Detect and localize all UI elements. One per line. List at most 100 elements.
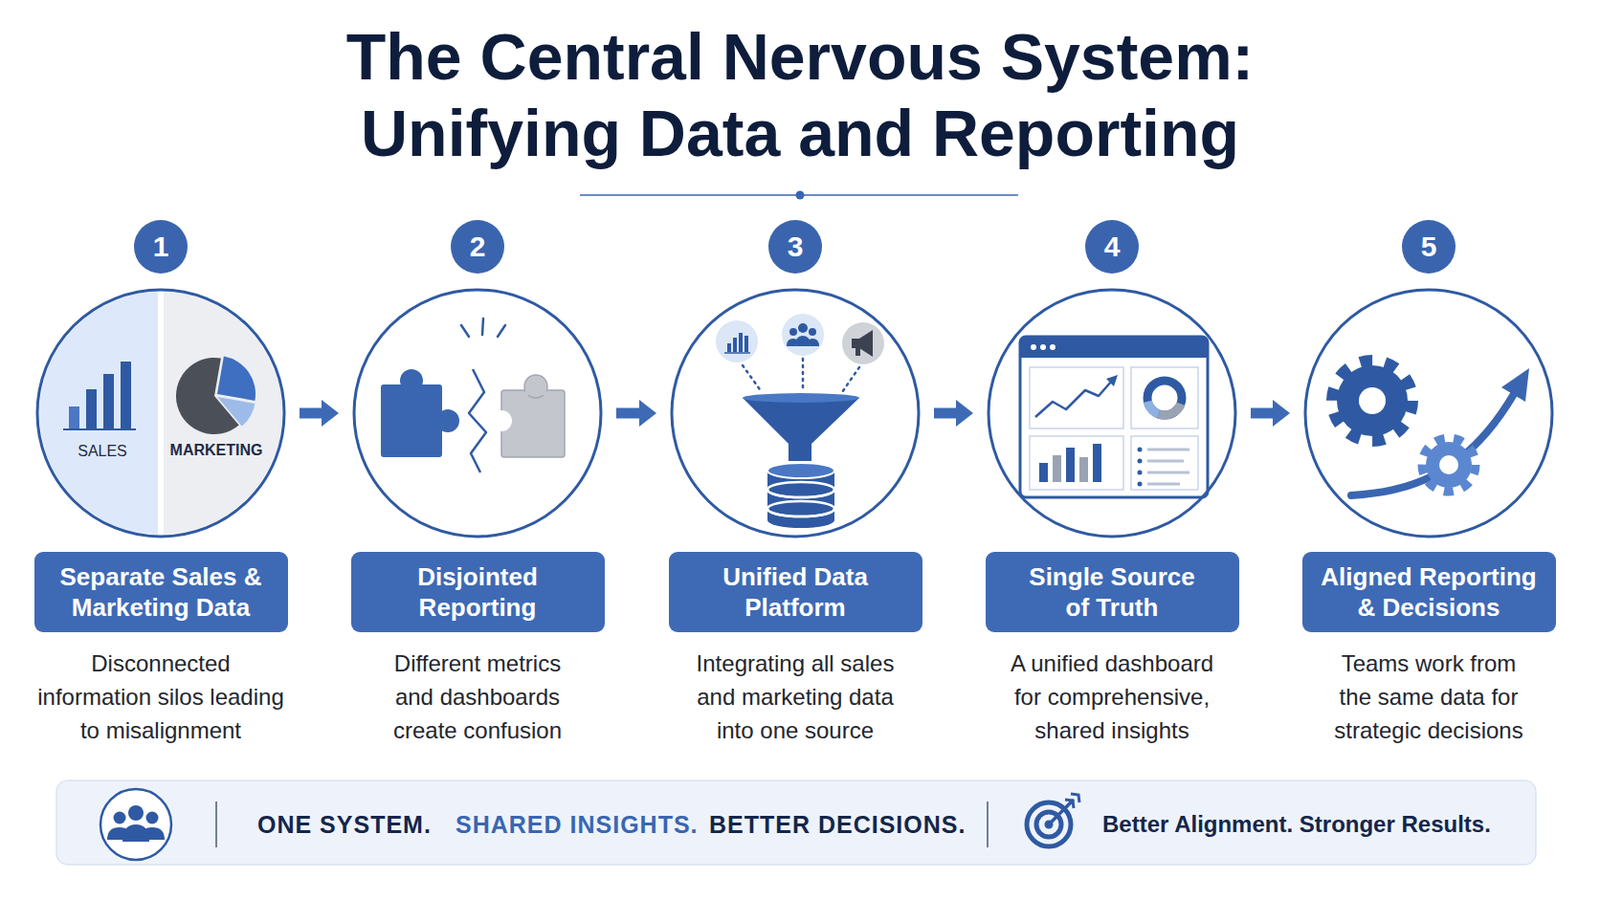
broken-puzzle-illustration	[525, 389, 547, 396]
dashboard-illustration	[1147, 471, 1190, 475]
dashboard-illustration	[1066, 447, 1075, 483]
step-number: 1	[153, 230, 170, 264]
broken-puzzle-illustration	[524, 375, 548, 399]
split-data-illustration	[217, 356, 256, 401]
broken-puzzle-illustration	[400, 369, 423, 393]
title-divider	[579, 191, 1019, 200]
gears-growth-illustration	[1336, 365, 1408, 437]
flow-arrow	[299, 408, 322, 420]
funnel-database-illustration	[851, 330, 873, 357]
dashboard-illustration	[1142, 376, 1187, 421]
split-data-illustration	[39, 291, 161, 535]
step-circle-outline	[1305, 289, 1553, 537]
dashboard-illustration	[1029, 436, 1124, 490]
step-number-badge	[768, 220, 823, 274]
funnel-database-illustration	[742, 393, 860, 403]
part-label: SALES	[77, 442, 128, 462]
target-icon	[1026, 794, 1080, 847]
step-description: Teams work from the same data for strate…	[1326, 646, 1533, 748]
tagline-text: SHARED INSIGHTS.	[455, 810, 699, 840]
step-description: Integrating all sales and marketing data…	[688, 646, 904, 748]
split-data-illustration	[217, 397, 255, 427]
target-icon	[1048, 800, 1073, 825]
broken-puzzle-illustration	[380, 384, 443, 458]
dashboard-illustration	[1079, 457, 1089, 483]
split-data-illustration	[217, 356, 256, 401]
gears-growth-illustration	[1425, 442, 1472, 489]
split-data-illustration	[103, 374, 114, 429]
dashboard-illustration	[1020, 348, 1208, 358]
team-icon	[113, 812, 127, 825]
funnel-database-illustration	[786, 338, 798, 347]
split-data-illustration	[120, 361, 132, 429]
process-step: Aligned Reporting & DecisionsTeams work …	[1299, 286, 1558, 746]
split-data-illustration	[39, 291, 283, 535]
team-icon	[100, 789, 172, 861]
dashboard-illustration	[1147, 483, 1180, 487]
step-number-badge	[1085, 220, 1139, 274]
step-number-badge	[450, 220, 505, 274]
flow-arrow	[1250, 408, 1273, 420]
step-title: Unified Data Platform	[699, 561, 891, 623]
funnel-database-illustration	[744, 335, 749, 353]
step-title-box: Separate Sales & Marketing Data	[34, 552, 289, 633]
flow-arrow	[933, 408, 956, 420]
step-circle-outline	[37, 289, 285, 537]
funnel-database-illustration	[795, 335, 811, 347]
step-circle-outline	[671, 289, 919, 537]
funnel-database-illustration	[767, 463, 835, 479]
funnel-database-illustration	[767, 482, 835, 498]
dashboard-illustration	[1039, 463, 1048, 483]
split-data-illustration	[39, 291, 283, 535]
broken-puzzle-illustration	[380, 318, 565, 473]
dashboard-illustration	[1029, 367, 1124, 429]
funnel-database-illustration	[801, 358, 805, 392]
step-title: Disjointed Reporting	[381, 561, 574, 623]
funnel-database-illustration	[767, 501, 835, 517]
team-icon	[143, 827, 165, 841]
flow-arrow	[616, 408, 640, 420]
step-number: 3	[787, 230, 804, 264]
footer-band	[56, 780, 1536, 866]
step-description: Disconnected information silos leading t…	[37, 646, 285, 748]
broken-puzzle-illustration	[482, 318, 484, 335]
team-icon	[146, 812, 159, 825]
gears-growth-illustration	[1501, 368, 1530, 402]
step-title-box: Single Source of Truth	[985, 552, 1240, 633]
tagline-text: BETTER DECISIONS.	[709, 810, 966, 840]
dashboard-illustration	[1020, 336, 1208, 498]
dashboard-illustration	[1052, 455, 1062, 483]
step-description: Different metrics and dashboards create …	[381, 646, 574, 748]
target-icon	[1070, 794, 1080, 803]
broken-puzzle-illustration	[461, 325, 469, 337]
funnel-database-illustration	[738, 333, 743, 353]
dashboard-illustration	[1147, 448, 1190, 452]
step-title: Aligned Reporting & Decisions	[1313, 561, 1545, 623]
diagram-title: The Central Nervous System: Unifying Dat…	[225, 18, 1375, 172]
gears-growth-illustration	[1332, 360, 1413, 442]
dashboard-illustration	[1137, 459, 1143, 465]
dashboard-illustration	[1147, 460, 1184, 464]
funnel-database-illustration	[715, 313, 885, 529]
step-number: 4	[1104, 230, 1121, 264]
footer-band	[56, 780, 1536, 866]
split-data-illustration	[68, 406, 80, 429]
team-icon	[100, 789, 172, 861]
funnel-database-illustration	[808, 338, 820, 347]
funnel-database-illustration	[733, 337, 737, 353]
tagline-text: ONE SYSTEM.	[257, 810, 432, 840]
title-divider	[796, 191, 805, 200]
step-number-badge	[133, 220, 1456, 274]
step-number: 5	[1421, 230, 1438, 264]
step-circle-outline	[988, 289, 1236, 537]
funnel-database-illustration	[855, 348, 861, 356]
step-circle-outline	[37, 289, 1553, 537]
gears-growth-illustration	[1439, 455, 1459, 475]
funnel-database-illustration	[724, 352, 751, 355]
dashboard-illustration	[1131, 436, 1199, 490]
dashboard-illustration	[1020, 336, 1208, 358]
dashboard-illustration	[1142, 376, 1187, 421]
gears-growth-illustration	[1332, 360, 1530, 496]
process-step: Separate Sales & Marketing DataDisconnec…	[31, 286, 290, 746]
step-title-box: Disjointed Reporting	[351, 552, 605, 633]
